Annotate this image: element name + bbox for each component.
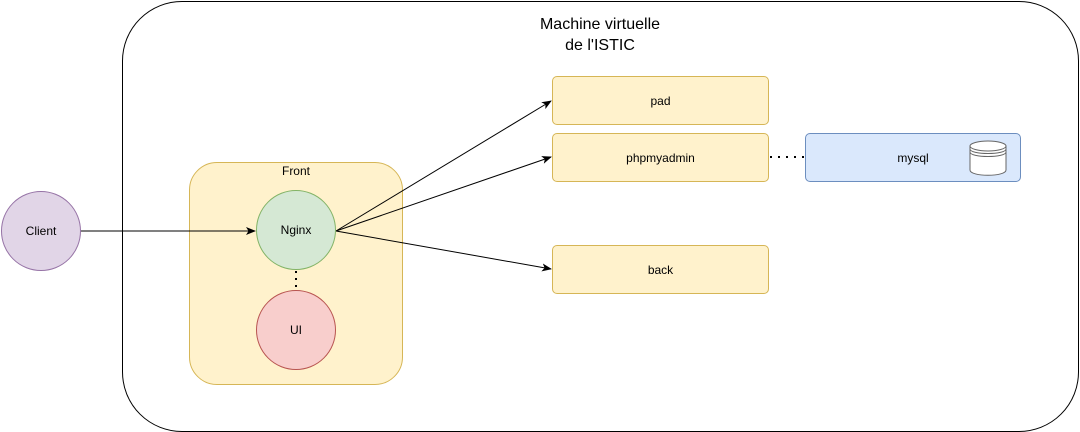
nginx-label: Nginx [280, 223, 312, 237]
edge-nginx-pad [335, 100, 552, 232]
back-node: back [552, 245, 769, 294]
phpmyadmin-node: phpmyadmin [552, 133, 769, 182]
nginx-node: Nginx [256, 190, 336, 270]
mysql-label: mysql [897, 150, 929, 165]
vm-title-line2: de l'ISTIC [565, 37, 635, 54]
pad-node: pad [552, 76, 769, 125]
ui-node: UI [256, 290, 336, 370]
back-label: back [647, 262, 674, 277]
client-node: Client [1, 191, 81, 271]
front-label: Front [281, 164, 310, 178]
client-label: Client [25, 224, 57, 238]
database-icon [969, 140, 1007, 176]
vm-title: Machine virtuelle de l'ISTIC [500, 14, 700, 56]
edge-nginx-back [335, 230, 552, 272]
ui-label: UI [290, 323, 302, 337]
phpmyadmin-label: phpmyadmin [626, 150, 695, 165]
pad-label: pad [650, 93, 671, 108]
vm-title-line1: Machine virtuelle [539, 16, 661, 33]
edge-nginx-phpmyadmin [335, 156, 552, 232]
